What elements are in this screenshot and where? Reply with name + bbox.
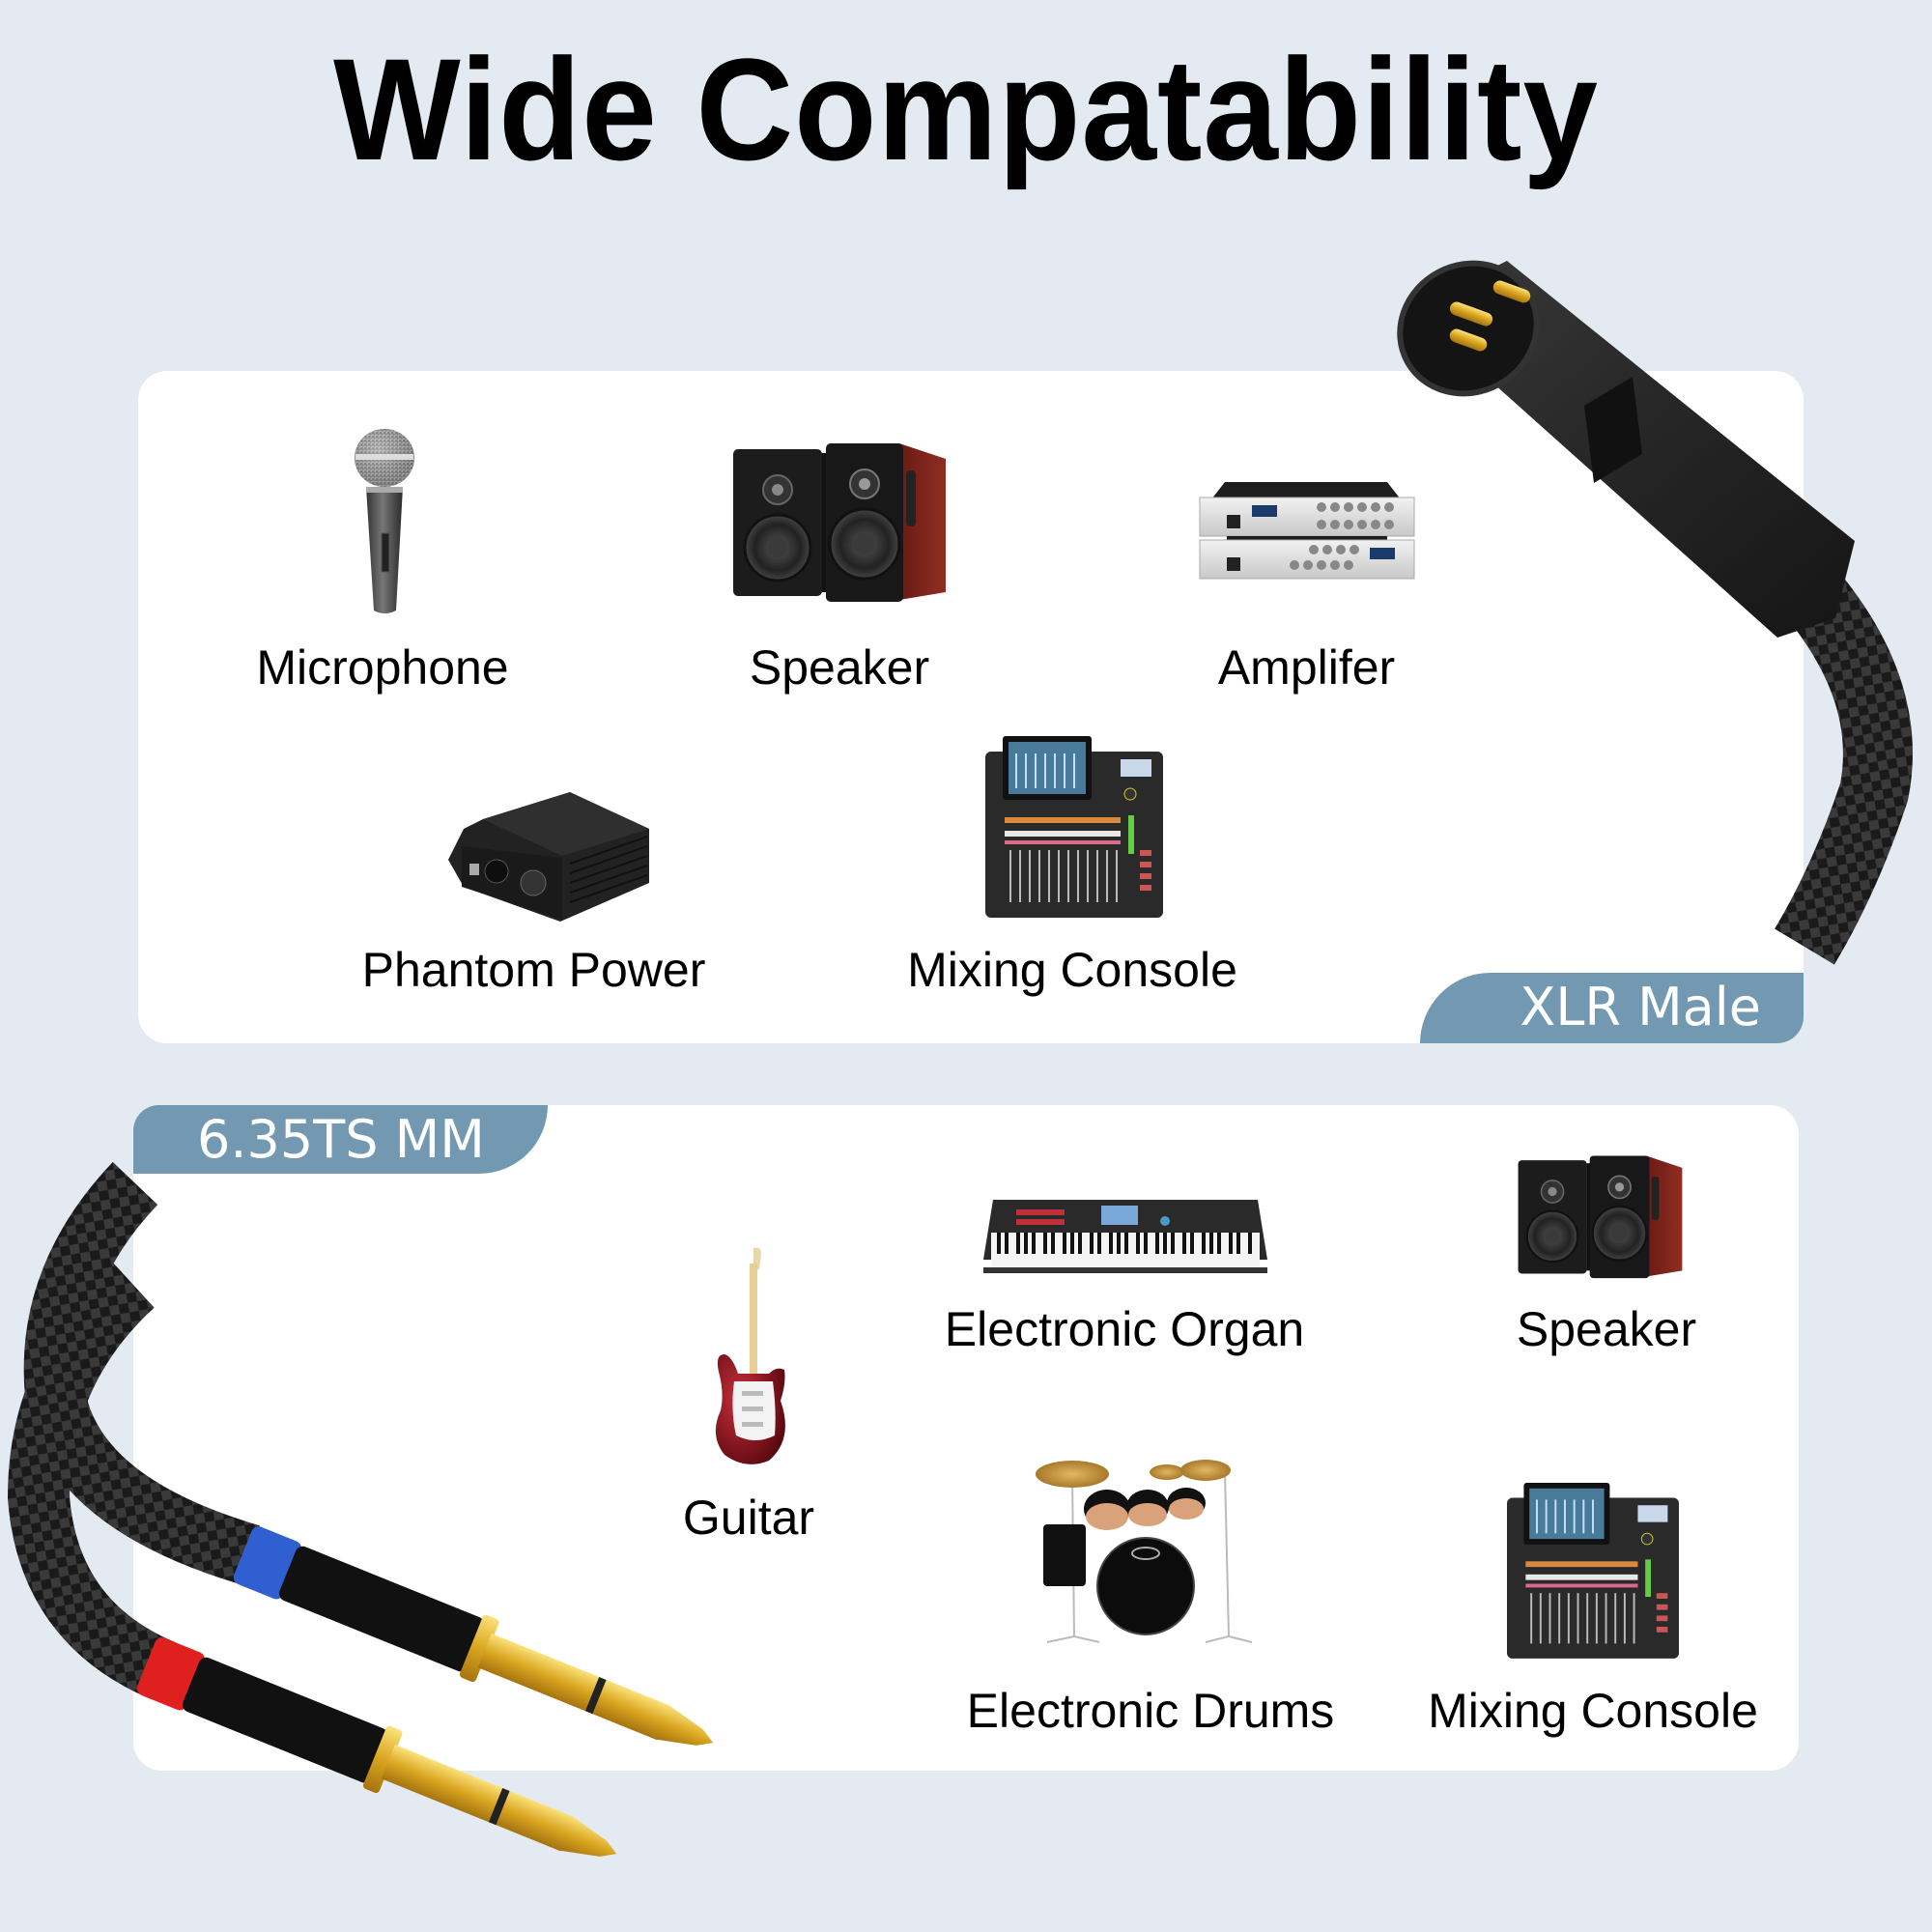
device-label: Speaker [1516,1302,1697,1356]
device-label: Mixing Console [907,943,1237,997]
mixing-console-icon [985,736,1163,918]
phantom-power-icon [448,792,649,922]
device-label: Speaker [749,640,930,695]
device-label: Phantom Power [361,943,706,997]
xlr-male-badge: XLR Male [1420,973,1804,1043]
drum-kit-icon [1036,1460,1253,1643]
microphone-icon [355,429,414,613]
device-label: Amplifer [1217,640,1396,695]
device-label: Electronic Drums [966,1684,1335,1738]
guitar-icon [715,1247,785,1464]
speaker-icon [733,443,946,602]
page-title: Wide Compatability [333,28,1599,190]
ts-plug-badge: 6.35TS MM [133,1105,548,1174]
mixing-console-icon [1507,1483,1679,1659]
speaker-icon [1518,1155,1683,1279]
device-label: Guitar [682,1491,815,1545]
keyboard-icon [983,1200,1267,1273]
device-label: Microphone [256,640,509,695]
amplifier-icon [1199,482,1415,580]
device-label: Electronic Organ [944,1302,1305,1356]
device-label: Mixing Console [1428,1684,1758,1738]
